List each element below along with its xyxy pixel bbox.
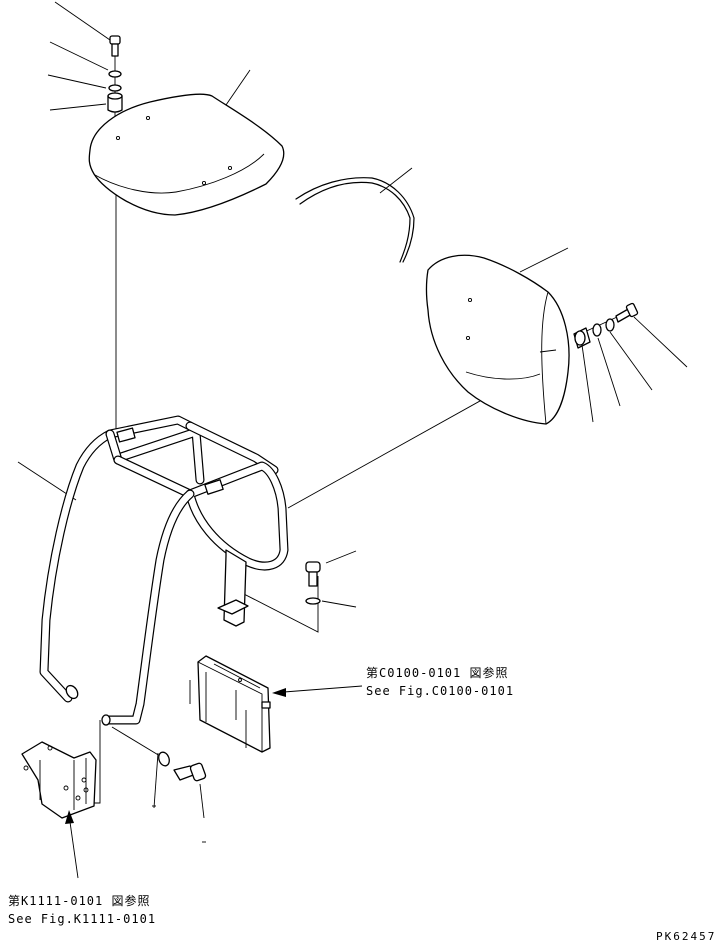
side-cover xyxy=(425,254,570,425)
arrow-k1111 xyxy=(65,810,79,879)
top-cover xyxy=(88,93,285,216)
reference-k1111-en: See Fig.K1111-0101 xyxy=(8,912,157,926)
side-fastener-set xyxy=(573,302,639,349)
base-bracket xyxy=(21,741,97,819)
leader-lines xyxy=(17,1,688,819)
lower-fastener-set xyxy=(158,751,207,782)
reference-c0100-jp: 第C0100-0101 図参照 xyxy=(366,666,509,680)
arrow-c0100 xyxy=(272,685,363,697)
top-fastener-set xyxy=(107,35,123,113)
bracket-fastener-set xyxy=(305,561,321,605)
rops-frame xyxy=(39,415,289,726)
reference-c0100-en: See Fig.C0100-0101 xyxy=(366,684,515,698)
lower-post xyxy=(189,655,271,753)
reference-k1111-jp: 第K1111-0101 図参照 xyxy=(8,894,151,908)
drawing-code: PK62457 xyxy=(656,930,717,943)
minor-marks xyxy=(152,805,206,843)
edge-trim xyxy=(295,177,415,263)
frame-bracket xyxy=(217,549,249,627)
